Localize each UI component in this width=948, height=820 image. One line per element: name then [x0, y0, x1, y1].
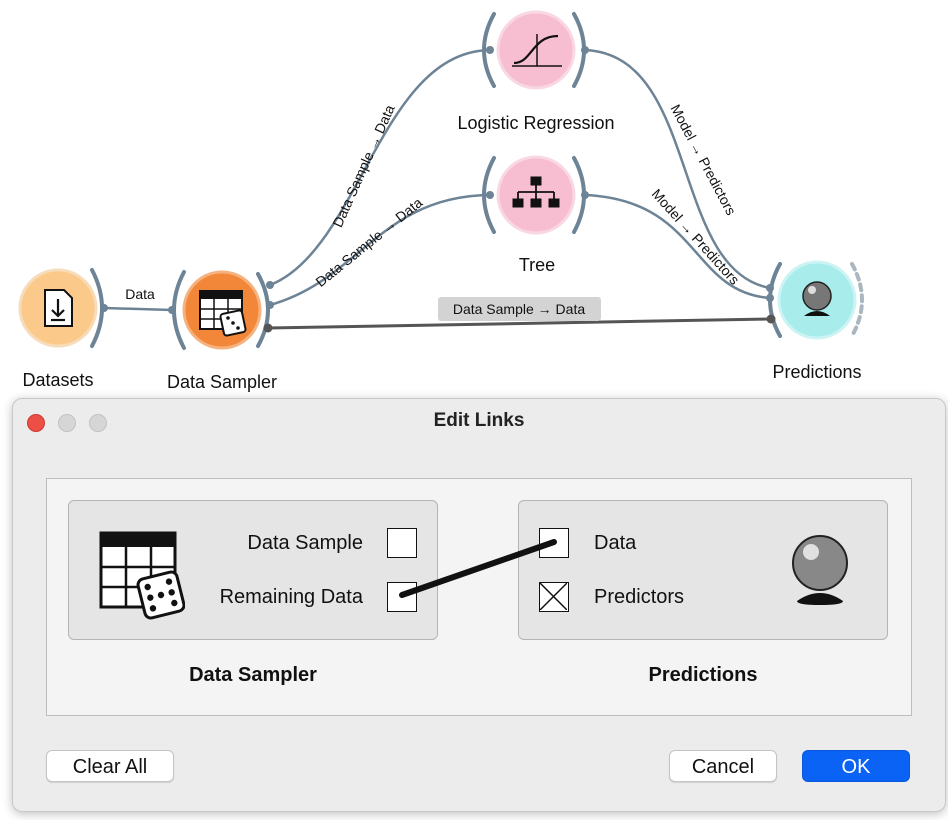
node-datasets[interactable] [18, 268, 108, 348]
logistic-curve-icon [512, 34, 562, 67]
input-anchor-data[interactable] [539, 528, 569, 558]
node-label-data-sampler: Data Sampler [166, 372, 278, 392]
data-sampler-large-icon [99, 531, 185, 620]
link-label-sampler-predictions: Data Sample → Data [453, 301, 585, 317]
disabled-cross-icon [540, 583, 567, 610]
link-logreg-predictions[interactable] [584, 48, 771, 290]
link-sampler-predictions[interactable] [267, 317, 772, 330]
node-label-logistic-regression: Logistic Regression [457, 113, 615, 133]
link-label-bg [438, 297, 601, 321]
tree-icon [512, 176, 560, 208]
input-label-predictors: Predictors [594, 586, 685, 608]
links-editor-panel: Data Sample Remaining Data Data Sampler … [46, 478, 912, 716]
output-anchor-remaining-data[interactable] [387, 582, 417, 612]
link-label-datasets-sampler: Data [125, 286, 155, 302]
data-sampler-icon [199, 290, 247, 337]
zoom-window-button[interactable] [89, 414, 107, 432]
node-label-datasets: Datasets [22, 370, 94, 390]
close-window-button[interactable] [27, 414, 45, 432]
edit-links-dialog: Edit Links Data Sample Remaining Data [12, 398, 946, 812]
node-label-tree: Tree [518, 255, 556, 275]
source-widget-name: Data Sampler [189, 664, 317, 686]
crystal-ball-large-icon [792, 535, 848, 605]
output-label-data-sample: Data Sample [247, 532, 363, 554]
link-datasets-sampler[interactable] [103, 306, 173, 312]
link-sampler-logreg[interactable] [269, 48, 491, 287]
node-logistic-regression[interactable] [482, 10, 589, 90]
link-label-sampler-tree: Data Sample → Data [312, 194, 425, 290]
link-label-sampler-logreg: Data Sample → Data [329, 102, 398, 230]
source-widget-box: Data Sample Remaining Data [68, 500, 438, 640]
clear-all-button[interactable]: Clear All [46, 750, 174, 782]
crystal-ball-icon [802, 281, 832, 316]
datasets-icon [44, 289, 73, 327]
dialog-title: Edit Links [433, 410, 525, 431]
input-anchor-predictors [539, 582, 569, 612]
output-anchor-data-sample[interactable] [387, 528, 417, 558]
node-label-predictions: Predictions [772, 362, 862, 382]
input-label-data: Data [594, 532, 637, 554]
node-data-sampler[interactable] [168, 270, 274, 350]
cancel-button[interactable]: Cancel [669, 750, 777, 782]
output-label-remaining-data: Remaining Data [219, 586, 363, 608]
minimize-window-button[interactable] [58, 414, 76, 432]
link-tree-predictions[interactable] [584, 193, 771, 300]
workflow-canvas: Data Data Sample → Data Data Sample → Da… [18, 10, 864, 350]
dialog-titlebar[interactable]: Edit Links [13, 399, 945, 443]
sink-widget-box: Data Predictors [518, 500, 888, 640]
node-tree[interactable] [482, 155, 589, 235]
ok-button[interactable]: OK [802, 750, 910, 782]
link-sampler-tree[interactable] [269, 193, 491, 307]
sink-widget-name: Predictions [648, 664, 758, 686]
link-label-logreg-predictions: Model → Predictors [667, 102, 739, 218]
node-predictions[interactable] [766, 260, 864, 340]
